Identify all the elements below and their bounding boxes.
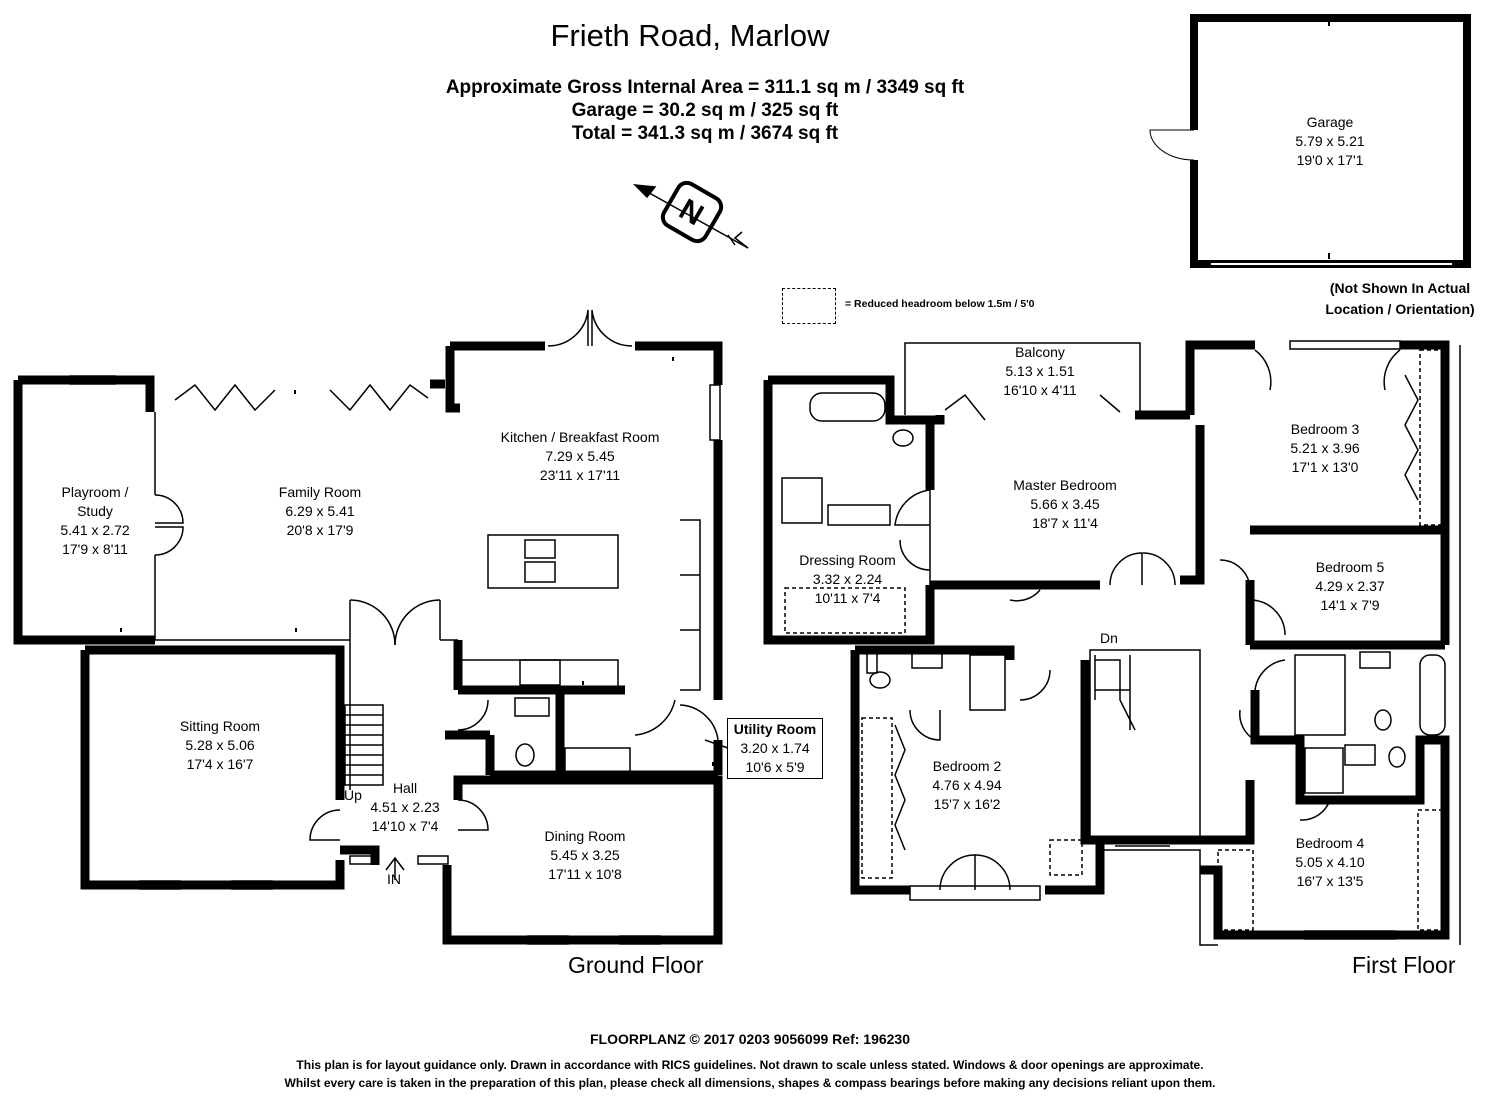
- stairs-down-label: Dn: [1100, 630, 1118, 646]
- first-floor-walls: [763, 340, 1450, 940]
- room-size-metric: 5.41 x 2.72: [60, 522, 130, 538]
- room-bedroom-4: Bedroom 4 5.05 x 4.10 16'7 x 13'5: [1275, 834, 1385, 891]
- room-utility: Utility Room 3.20 x 1.74 10'6 x 5'9: [727, 718, 823, 779]
- dimension-markers: [120, 22, 1330, 766]
- room-size-metric: 6.29 x 5.41: [285, 503, 355, 519]
- ground-floor-thin: [69, 309, 729, 945]
- room-size-metric: 4.76 x 4.94: [932, 777, 1002, 793]
- room-name: Balcony: [1015, 344, 1065, 360]
- room-size-imperial: 19'0 x 17'1: [1296, 152, 1364, 168]
- garage-area: Garage = 30.2 sq m / 325 sq ft: [571, 100, 839, 121]
- room-size-metric: 5.21 x 3.96: [1290, 440, 1360, 456]
- footer-credit: FLOORPLANZ © 2017 0203 9056099 Ref: 1962…: [589, 1031, 911, 1047]
- garage-outline: [1149, 14, 1471, 268]
- footer-disclaimer: This plan is for layout guidance only. D…: [0, 1056, 1500, 1092]
- room-size-imperial: 17'9 x 8'11: [62, 541, 128, 557]
- note-line-1: (Not Shown In Actual: [1329, 280, 1471, 296]
- room-size-metric: 5.28 x 5.06: [185, 737, 255, 753]
- room-playroom: Playroom / Study 5.41 x 2.72 17'9 x 8'11: [40, 483, 150, 559]
- reduced-headroom-legend-box: [782, 288, 836, 324]
- room-bedroom-3: Bedroom 3 5.21 x 3.96 17'1 x 13'0: [1270, 420, 1380, 477]
- first-floor-thin: [781, 340, 1461, 946]
- room-size-metric: 4.51 x 2.23: [370, 799, 440, 815]
- note-line-2: Location / Orientation): [1325, 301, 1475, 317]
- room-name: Garage: [1306, 114, 1354, 130]
- gross-area: Approximate Gross Internal Area = 311.1 …: [445, 77, 965, 98]
- room-name: Utility Room: [733, 721, 817, 737]
- room-size-imperial: 23'11 x 17'11: [539, 467, 621, 483]
- disclaimer-line-1: This plan is for layout guidance only. D…: [296, 1058, 1204, 1072]
- room-size-metric: 7.29 x 5.45: [545, 448, 615, 464]
- room-size-imperial: 17'1 x 13'0: [1291, 459, 1359, 475]
- reduced-headroom-legend-text: = Reduced headroom below 1.5m / 5'0: [845, 298, 1035, 310]
- room-size-imperial: 15'7 x 16'2: [933, 796, 1001, 812]
- room-size-metric: 5.79 x 5.21: [1295, 133, 1365, 149]
- disclaimer-line-2: Whilst every care is taken in the prepar…: [284, 1076, 1216, 1090]
- room-name: Bedroom 4: [1295, 835, 1365, 851]
- room-size-metric: 3.32 x 2.24: [812, 571, 883, 587]
- room-size-metric: 5.66 x 3.45: [1030, 496, 1100, 512]
- room-garage: Garage 5.79 x 5.21 19'0 x 17'1: [1270, 113, 1390, 170]
- room-name: Bedroom 5: [1315, 559, 1385, 575]
- room-name: Playroom /: [61, 484, 129, 500]
- room-name: Hall: [392, 780, 418, 796]
- room-bedroom-5: Bedroom 5 4.29 x 2.37 14'1 x 7'9: [1295, 558, 1405, 615]
- room-size-metric: 5.13 x 1.51: [1005, 363, 1075, 379]
- room-kitchen: Kitchen / Breakfast Room 7.29 x 5.45 23'…: [480, 428, 680, 485]
- room-size-imperial: 20'8 x 17'9: [286, 522, 354, 538]
- room-size-imperial: 14'1 x 7'9: [1320, 597, 1380, 613]
- room-name: Master Bedroom: [1013, 477, 1117, 493]
- ground-floor-walls: [13, 341, 723, 945]
- room-size-imperial: 14'10 x 7'4: [371, 818, 439, 834]
- stairs-up-label: Up: [344, 787, 362, 803]
- room-name: Bedroom 3: [1290, 421, 1360, 437]
- room-name: Sitting Room: [179, 718, 261, 734]
- room-balcony: Balcony 5.13 x 1.51 16'10 x 4'11: [985, 343, 1095, 400]
- total-area: Total = 341.3 sq m / 3674 sq ft: [571, 123, 839, 144]
- room-size-imperial: 16'7 x 13'5: [1296, 873, 1364, 889]
- room-size-metric: 5.05 x 4.10: [1295, 854, 1365, 870]
- room-size-metric: 5.45 x 3.25: [550, 847, 620, 863]
- room-size-imperial: 16'10 x 4'11: [1003, 382, 1077, 398]
- room-dining: Dining Room 5.45 x 3.25 17'11 x 10'8: [530, 827, 640, 884]
- first-floor-label: First Floor: [1352, 952, 1456, 978]
- room-bedroom-2: Bedroom 2 4.76 x 4.94 15'7 x 16'2: [912, 757, 1022, 814]
- room-name: Family Room: [278, 484, 362, 500]
- room-family: Family Room 6.29 x 5.41 20'8 x 17'9: [255, 483, 385, 540]
- garage-orientation-note: (Not Shown In Actual Location / Orientat…: [1310, 278, 1490, 320]
- room-master-bedroom: Master Bedroom 5.66 x 3.45 18'7 x 11'4: [995, 476, 1135, 533]
- ground-floor-label: Ground Floor: [568, 952, 704, 978]
- room-sitting: Sitting Room 5.28 x 5.06 17'4 x 16'7: [155, 717, 285, 774]
- room-size-imperial: 18'7 x 11'4: [1032, 515, 1098, 531]
- room-dressing: Dressing Room 3.32 x 2.24 10'11 x 7'4: [785, 551, 910, 608]
- room-size-imperial: 17'4 x 16'7: [186, 756, 254, 772]
- room-name: Kitchen / Breakfast Room: [500, 429, 660, 445]
- room-hall: Hall 4.51 x 2.23 14'10 x 7'4: [355, 779, 455, 836]
- room-name-2: Study: [77, 503, 113, 519]
- compass-rose: [632, 180, 749, 249]
- room-name: Bedroom 2: [932, 758, 1002, 774]
- room-size-imperial: 10'11 x 7'4: [814, 590, 881, 606]
- area-summary: Approximate Gross Internal Area = 311.1 …: [0, 76, 1410, 145]
- entrance-label: IN: [387, 871, 401, 887]
- room-name: Dining Room: [544, 828, 626, 844]
- room-size-metric: 3.20 x 1.74: [740, 740, 810, 756]
- room-size-imperial: 10'6 x 5'9: [745, 759, 805, 775]
- room-size-imperial: 17'11 x 10'8: [548, 866, 622, 882]
- room-name: Dressing Room: [799, 552, 896, 568]
- room-size-metric: 4.29 x 2.37: [1315, 578, 1385, 594]
- page-title: Frieth Road, Marlow: [550, 18, 830, 53]
